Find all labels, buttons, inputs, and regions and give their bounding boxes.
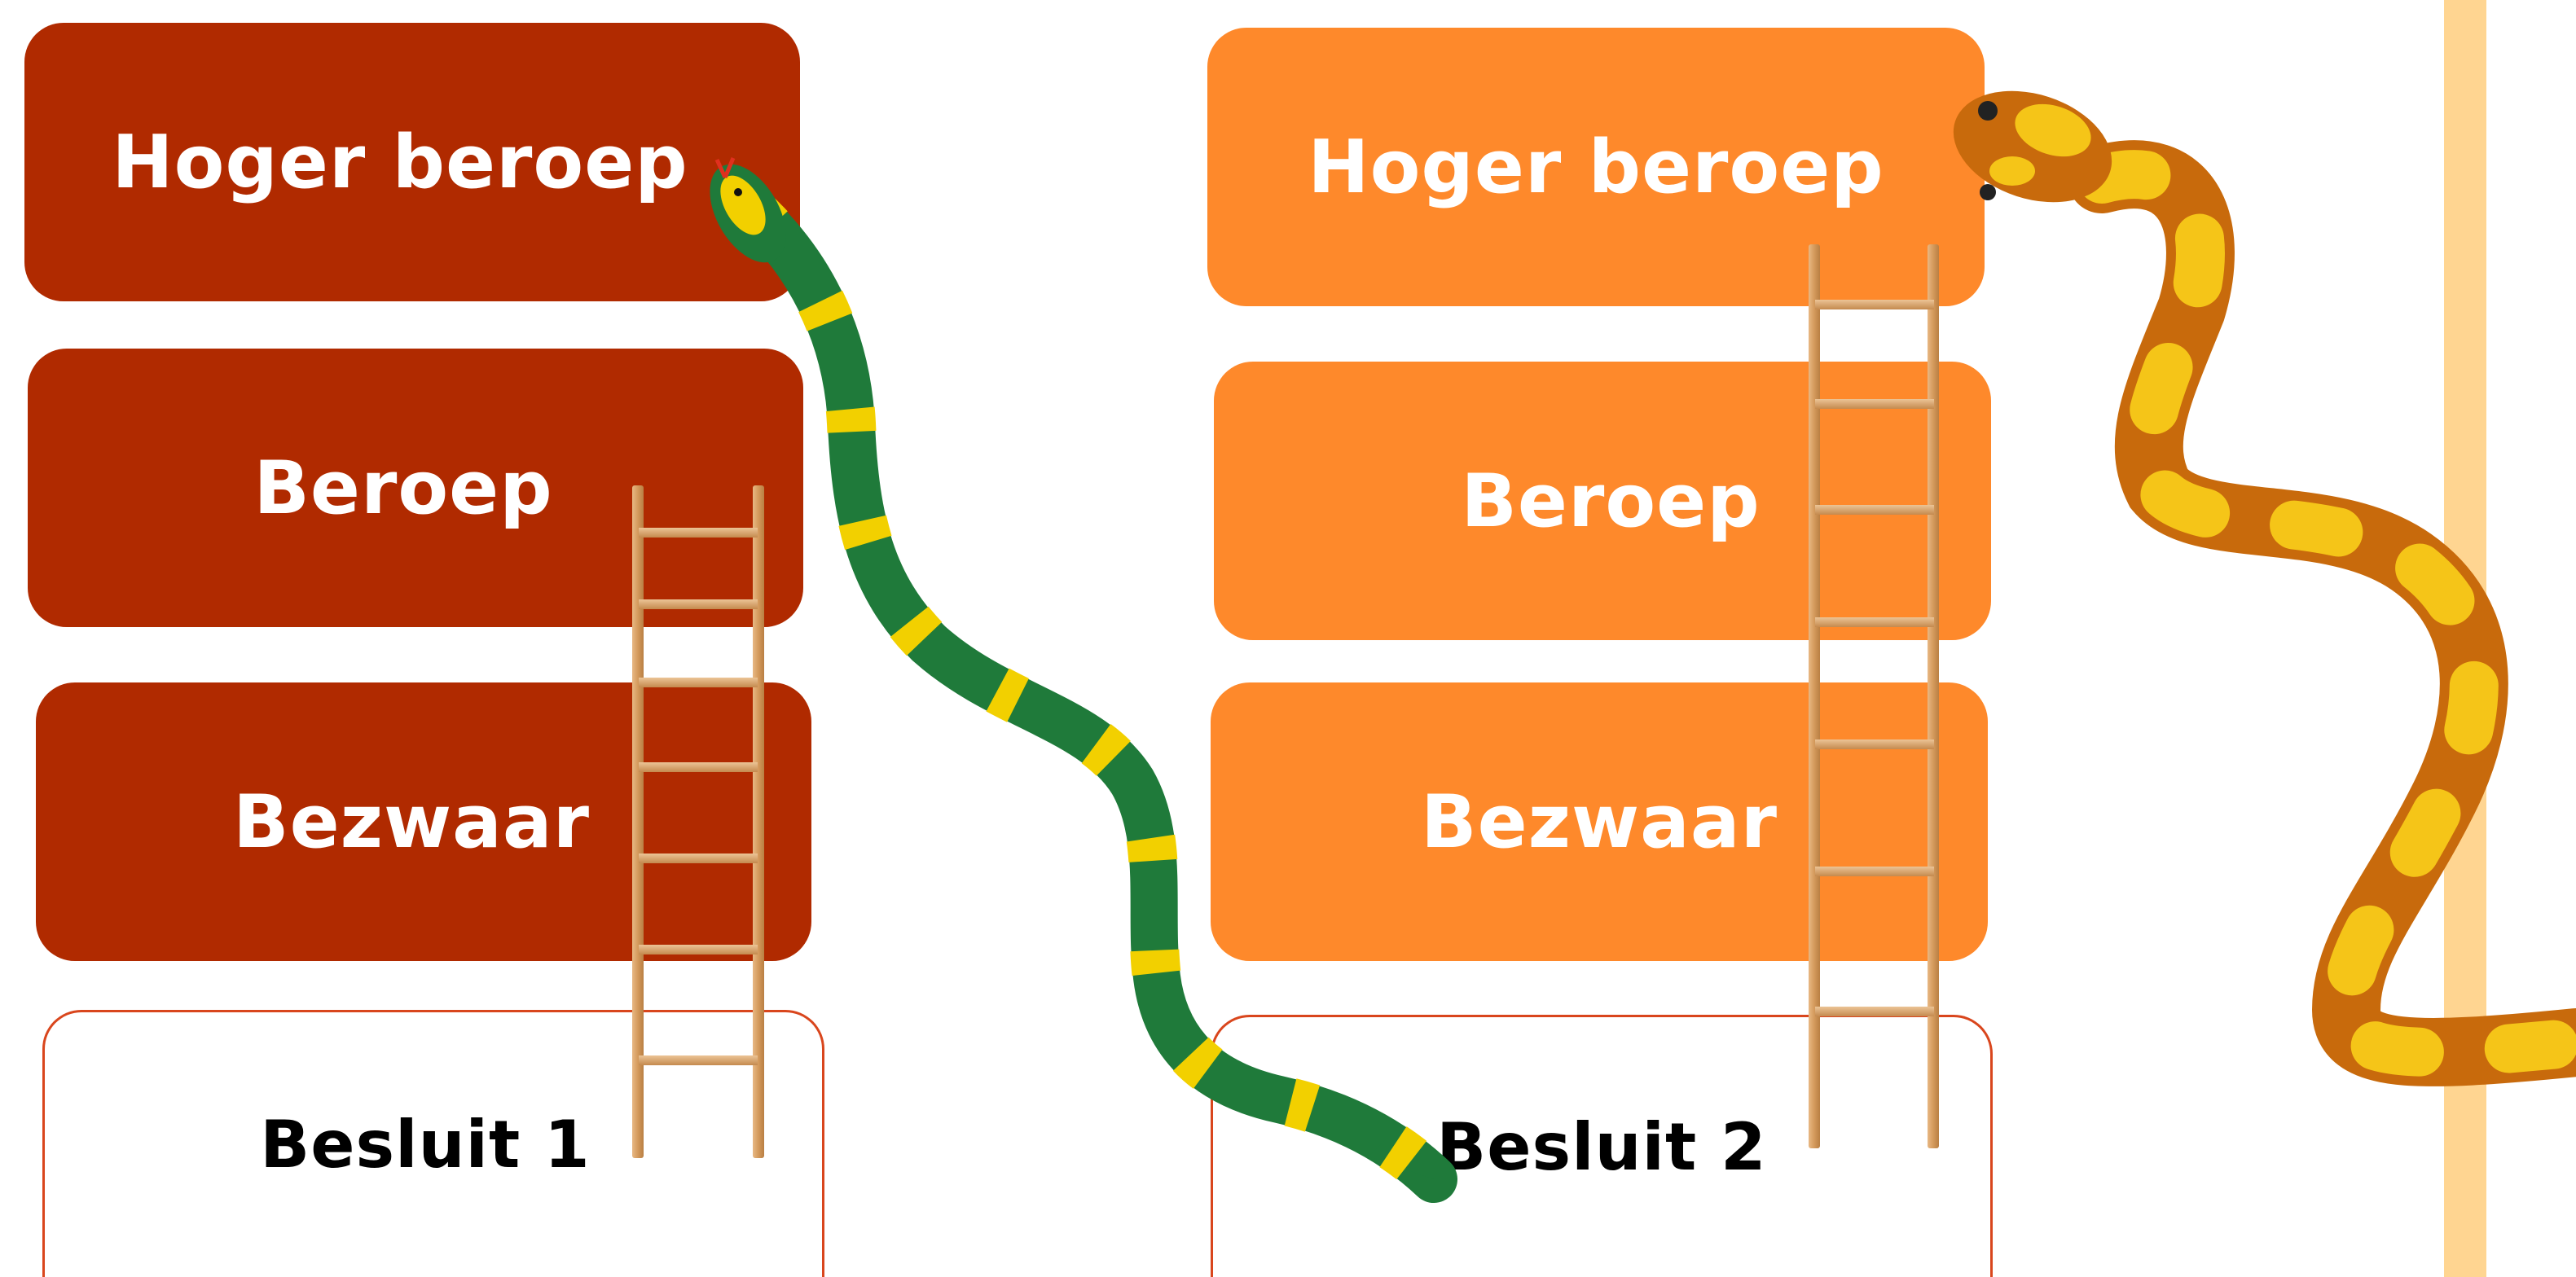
col1-hoger-beroep-label: Hoger beroep <box>112 119 688 205</box>
col2-hoger-beroep-box: Hoger beroep <box>1207 28 1985 306</box>
col2-bezwaar-box: Bezwaar <box>1211 682 1988 961</box>
side-stripe <box>2444 0 2486 1277</box>
col2-bezwaar-label: Bezwaar <box>1420 779 1778 865</box>
col2-besluit-box: Besluit 2 <box>1211 1015 1993 1277</box>
col1-beroep-box: Beroep <box>28 349 803 627</box>
col1-beroep-label: Beroep <box>253 445 553 531</box>
col1-bezwaar-box: Bezwaar <box>36 682 811 961</box>
col1-hoger-beroep-box: Hoger beroep <box>24 23 800 301</box>
col2-beroep-label: Beroep <box>1461 458 1761 544</box>
col1-bezwaar-label: Bezwaar <box>232 779 590 865</box>
col2-beroep-box: Beroep <box>1214 362 1991 640</box>
col2-hoger-beroep-label: Hoger beroep <box>1308 124 1884 210</box>
col1-besluit-box: Besluit 1 <box>42 1010 824 1277</box>
col1-besluit-label: Besluit 1 <box>260 1107 591 1183</box>
col2-besluit-label: Besluit 2 <box>1436 1109 1767 1185</box>
